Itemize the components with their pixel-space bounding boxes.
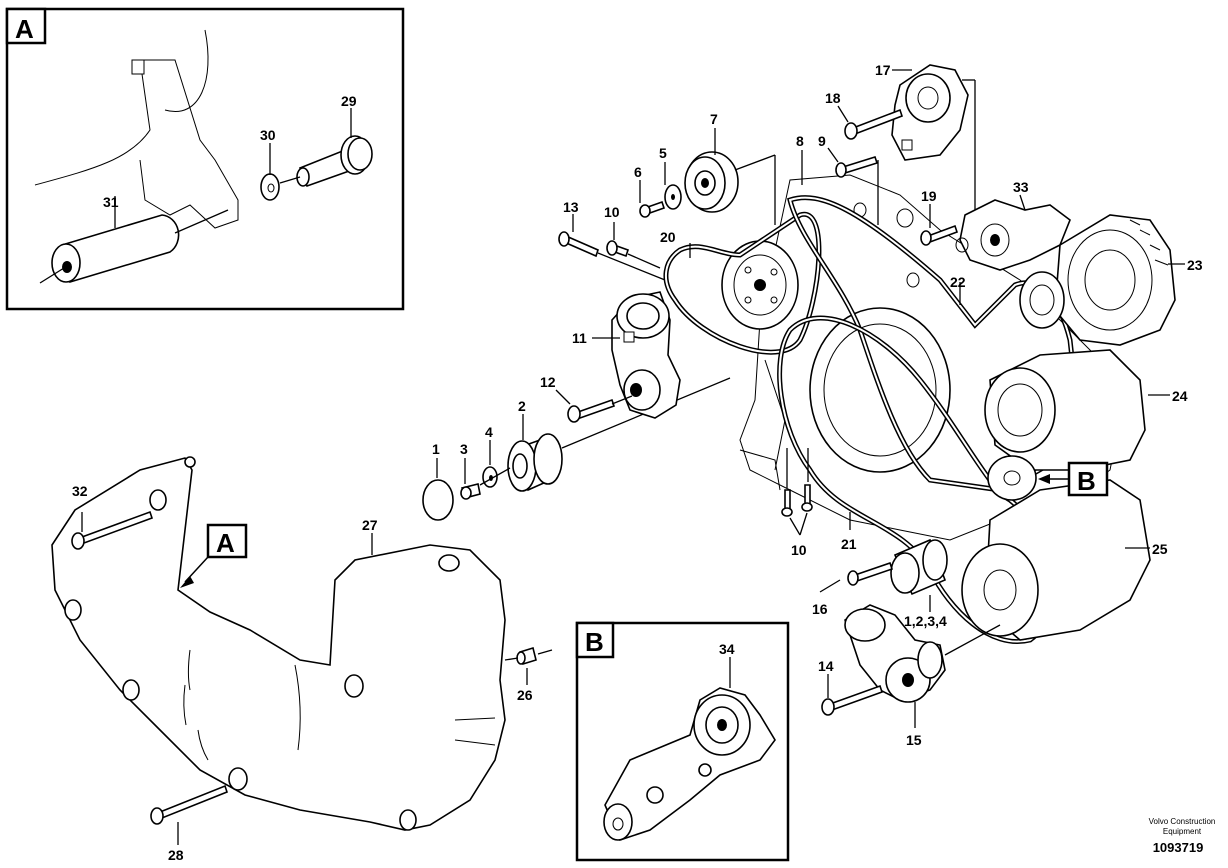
part-24-compressor: [984, 349, 1146, 471]
belt-21: [777, 315, 1053, 644]
callout-18: 18: [825, 90, 841, 106]
callout-32: 32: [72, 483, 88, 499]
part-13-bolt: [558, 231, 599, 258]
part-16-bolt: [847, 561, 894, 586]
part-10-bolts-lower: [781, 448, 813, 517]
part-27-belt-cover: [51, 456, 506, 831]
callout-10-upper: 10: [604, 204, 620, 220]
svg-text:A: A: [216, 528, 235, 558]
detail-box-b-label: B: [585, 627, 604, 657]
callout-29: 29: [341, 93, 357, 109]
callout-17: 17: [875, 62, 891, 78]
part-28-bolt: [150, 784, 228, 845]
part-19-bolt: [920, 224, 959, 246]
ref-marker-b: B: [1038, 461, 1109, 497]
part-1-cap: [422, 479, 454, 521]
callout-8: 8: [796, 133, 804, 149]
footer-line1: Volvo Construction: [1149, 817, 1216, 826]
callout-26: 26: [517, 687, 533, 703]
callout-5: 5: [659, 145, 667, 161]
callout-33: 33: [1013, 179, 1029, 195]
part-34-tensioner: [603, 687, 776, 841]
detail-box-b: B 34: [575, 621, 790, 862]
callout-19: 19: [921, 188, 937, 204]
drawing-number: 1093719: [1153, 840, 1204, 855]
callout-30: 30: [260, 127, 276, 143]
callout-12: 12: [540, 374, 556, 390]
part-9-bolt: [835, 156, 879, 178]
idler-pulley-assembly: [890, 538, 948, 596]
part-11-belt-tensioner: [611, 291, 681, 419]
part-12-bolt: [567, 395, 633, 423]
callout-14: 14: [818, 658, 834, 674]
part-18-bolt: [844, 108, 904, 140]
callout-1-2-3-4: 1,2,3,4: [904, 613, 947, 629]
callout-7: 7: [710, 111, 718, 127]
callout-22: 22: [950, 274, 966, 290]
callout-20: 20: [660, 229, 676, 245]
part-23-alternator: [1019, 214, 1176, 346]
drawing-footer: Volvo Construction Equipment 1093719: [1149, 817, 1216, 855]
callout-13: 13: [563, 199, 579, 215]
callout-2: 2: [518, 398, 526, 414]
footer-line2: Equipment: [1163, 827, 1202, 836]
detail-box-a: A 31 30 29: [5, 7, 405, 311]
part-7-pulley: [684, 151, 739, 213]
part-26-stud: [504, 646, 553, 685]
part-29-bolt: [296, 135, 373, 188]
callout-1: 1: [432, 441, 440, 457]
callout-34: 34: [719, 641, 735, 657]
ref-marker-a: A: [180, 523, 248, 588]
callout-23: 23: [1187, 257, 1203, 273]
callout-3: 3: [460, 441, 468, 457]
callout-31: 31: [103, 194, 119, 210]
part-15-tensioner: [844, 604, 946, 703]
part-14-bolt: [821, 684, 884, 716]
part-17-tensioner: [891, 64, 969, 161]
callout-27: 27: [362, 517, 378, 533]
callout-21: 21: [841, 536, 857, 552]
callout-10-lower: 10: [791, 542, 807, 558]
belt-20: [663, 211, 822, 355]
detail-box-a-label: A: [15, 14, 34, 44]
part-3-bolt: [460, 483, 481, 500]
part-32-bolt: [71, 510, 154, 550]
part-5-washer: [664, 184, 682, 210]
callout-16: 16: [812, 601, 828, 617]
callout-6: 6: [634, 164, 642, 180]
part-10-bolt-upper: [606, 240, 630, 258]
part-30-washer: [260, 173, 280, 201]
part-33-bracket: [955, 199, 1071, 271]
part-2-idler-pulley: [507, 433, 563, 492]
part-25-water-pump: [961, 455, 1151, 641]
callout-25: 25: [1152, 541, 1168, 557]
part-6-bolt: [639, 200, 666, 218]
callout-11: 11: [572, 330, 587, 346]
callout-28: 28: [168, 847, 184, 863]
callout-15: 15: [906, 732, 922, 748]
callout-4: 4: [485, 424, 493, 440]
callout-9: 9: [818, 133, 826, 149]
svg-text:B: B: [1077, 466, 1096, 496]
callout-24: 24: [1172, 388, 1188, 404]
